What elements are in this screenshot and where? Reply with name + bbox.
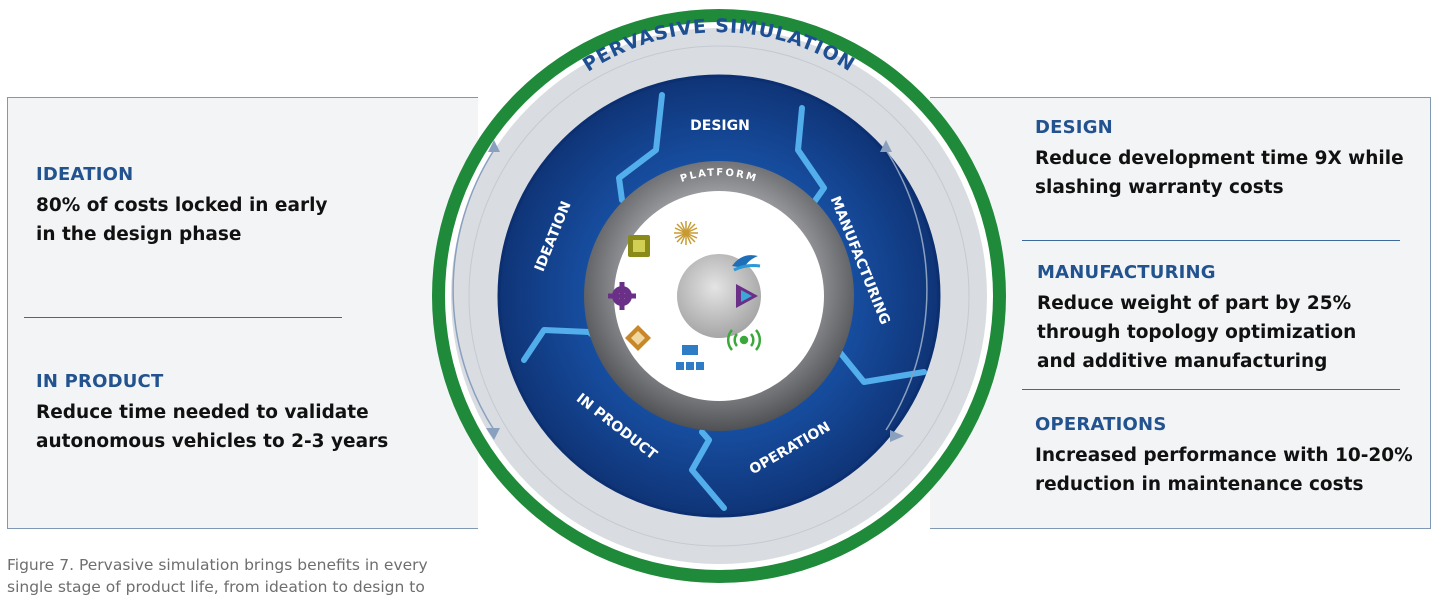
operations-text-line1: Increased performance with 10-20% [1035, 445, 1413, 466]
manufacturing-heading: MANUFACTURING [1037, 262, 1216, 283]
left-divider [24, 317, 342, 318]
figure-caption: Figure 7. Pervasive simulation brings be… [7, 554, 467, 598]
platform-hub [677, 254, 761, 338]
wave-icon [732, 255, 761, 272]
signal-icon [727, 329, 761, 351]
arrow-down-left-icon [486, 428, 500, 440]
stage-label-design: DESIGN [690, 118, 750, 134]
cycle-arrows [452, 149, 928, 431]
chip-icon [628, 235, 650, 257]
sunburst-icon [674, 221, 698, 245]
ideation-heading: IDEATION [36, 164, 134, 185]
ideation-text-line2: in the design phase [36, 224, 242, 245]
in-product-heading: IN PRODUCT [36, 371, 164, 392]
manufacturing-text-line2: through topology optimization [1037, 322, 1357, 343]
manufacturing-text-line3: and additive manufacturing [1037, 351, 1328, 372]
right-divider-1 [1022, 240, 1400, 241]
arrow-up-left-icon [488, 140, 500, 152]
left-benefits-panel [7, 97, 478, 529]
design-text-line2: slashing warranty costs [1035, 177, 1284, 198]
simulation-wheel-diagram: GLOBAL ECOSYSTEM PERVASIVE SIMULATION PL… [432, 0, 1006, 583]
right-divider-2 [1022, 389, 1400, 390]
caption-line2: single stage of product life, from ideat… [7, 578, 425, 596]
in-product-text-line2: autonomous vehicles to 2-3 years [36, 431, 389, 452]
play-triangle-icon [736, 284, 758, 308]
caption-line1: Figure 7. Pervasive simulation brings be… [7, 556, 428, 574]
arrow-up-right-icon [880, 140, 892, 152]
gear-icon [608, 282, 636, 310]
design-heading: DESIGN [1035, 117, 1113, 138]
arrow-right-icon [890, 430, 904, 442]
ideation-text-line1: 80% of costs locked in early [36, 195, 328, 216]
design-text-line1: Reduce development time 9X while [1035, 148, 1404, 169]
right-benefits-panel [930, 97, 1431, 529]
operations-heading: OPERATIONS [1035, 414, 1167, 435]
network-icon [676, 345, 704, 370]
manufacturing-text-line1: Reduce weight of part by 25% [1037, 293, 1352, 314]
diamond-icon [625, 325, 651, 351]
in-product-text-line1: Reduce time needed to validate [36, 402, 369, 423]
operations-text-line2: reduction in maintenance costs [1035, 474, 1364, 495]
